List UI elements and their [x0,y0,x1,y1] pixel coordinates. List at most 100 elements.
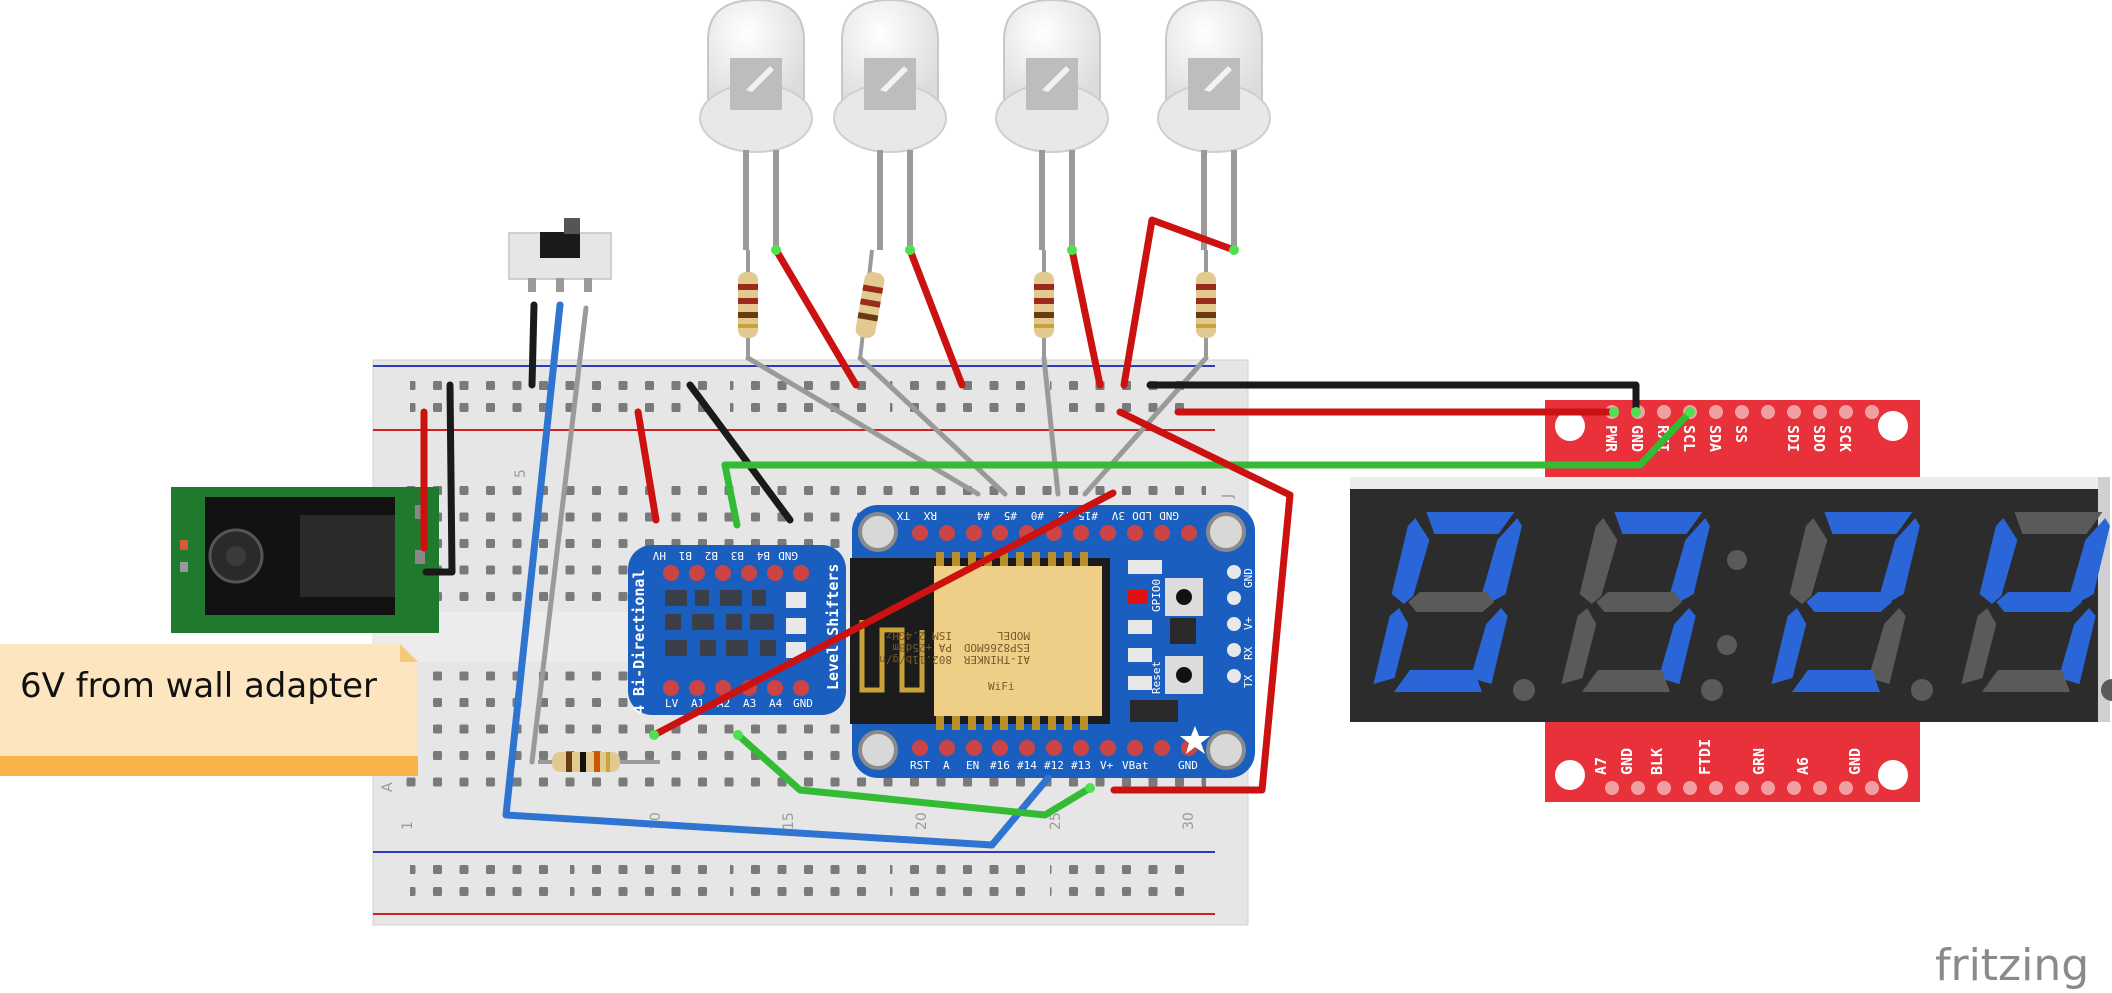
wire-red-led1[interactable] [772,246,860,389]
resistor-horizontal[interactable] [538,752,660,772]
ls-top-pin-gnd: GND [778,549,798,562]
ls-top-pin-b3: B3 [731,549,744,562]
wire-green-bottom[interactable] [734,731,1094,819]
wire-black-switch[interactable] [528,301,538,389]
digit-4-segment-d [1982,670,2070,692]
digit-2-segment-a [1614,512,1703,534]
esp-bottom-pin-vbat: VBat [1122,759,1149,772]
row-number-5: 5 [513,469,529,478]
backpack-bottom-pin-a7: A7 [1592,757,1610,775]
colon-dot-top [1727,550,1747,570]
digit-2-segment-f [1579,518,1618,604]
wire-red-led4[interactable] [1120,216,1238,389]
wire-black-display[interactable] [1146,381,1640,416]
digit-4-segment-a [2014,512,2103,534]
digit-1-segment-f [1391,518,1430,604]
led-3[interactable] [995,0,1109,250]
digit-1-segment-d [1394,670,1482,692]
digit-4-decimal-point [2101,679,2112,701]
digit-4-segment-f [1979,518,2018,604]
esp-top-pin-4: #4 [976,509,990,522]
esp-bottom-pin-en: EN [966,759,979,772]
display-backpack-bottom[interactable]: A7 GND BLK FTDI GRN A6 GND [1545,722,1920,802]
wire-red-vbat[interactable] [1110,408,1294,794]
wire-grey-switch[interactable] [529,305,589,765]
esp-side-pin-tx: TX [1242,674,1255,688]
level-shifter-subtitle: Level Shifters [824,564,842,690]
wire-green-ls[interactable] [721,461,741,529]
wire-green-top[interactable] [721,408,1694,469]
esp-top-pin-rx: RX [923,509,937,522]
led-4[interactable] [1157,0,1271,250]
wire-grey-2[interactable] [857,355,1008,497]
esp-bottom-pin-vplus: V+ [1100,759,1114,772]
digit-1-segment-c [1470,608,1508,684]
digit-3-segment-a [1824,512,1913,534]
row-letter-j: J [1220,494,1236,499]
backpack-pin-scl: SCL [1680,425,1698,452]
ls-bottom-pin-gnd: GND [793,697,813,710]
esp8266-board[interactable]: MODEL ESP8266MOD AI-THINKER ISM 2.4GHz P… [850,505,1255,778]
esp-module-line-1: MODEL [997,629,1030,642]
resistor-3[interactable] [1034,250,1054,360]
display-digits [1373,512,2112,701]
esp-wifi-label: WiFi [988,680,1015,693]
led-2[interactable] [833,0,947,250]
esp-module-line-5: PA +25dBm [892,641,952,654]
esp-top-pin-3v: 3V [1111,509,1125,522]
power-jack-board[interactable] [171,487,439,633]
wires [420,216,1695,849]
seven-segment-display [1350,477,2112,722]
ls-top-pin-b4: B4 [756,549,770,562]
esp-side-pin-gnd: GND [1242,568,1255,588]
resistor-4[interactable] [1196,250,1216,360]
backpack-pin-ss: SS [1732,425,1750,443]
row-letter-a: A [380,782,396,792]
backpack-bottom-pin-a6: A6 [1794,757,1812,775]
wire-black-ls[interactable] [686,381,794,524]
resistor-2[interactable] [854,249,885,361]
wire-red-diagonal[interactable] [650,489,1117,739]
note-text: 6V from wall adapter [20,666,377,706]
row-number-1: 1 [400,821,416,830]
esp-bottom-pin-rst: RST [910,759,930,772]
note-callout[interactable]: 6V from wall adapter [0,644,418,776]
fritzing-logo: fritzing [1935,940,2089,991]
esp-module-line-2: ESP8266MOD [964,641,1030,654]
digit-1-decimal-point [1513,679,1535,701]
esp-bottom-pin-gnd: GND [1178,759,1198,772]
digit-4-segment-c [2058,608,2096,684]
resistor-1[interactable] [738,250,758,360]
digit-4-segment-b [2069,518,2110,604]
digit-2-segment-g [1596,592,1683,612]
digit-4-segment-e [1961,608,1997,684]
esp-reset-label: Reset [1150,661,1163,694]
led-1[interactable] [699,0,813,250]
ls-top-pin-b2: B2 [705,549,718,562]
row-number-20: 20 [914,812,930,830]
backpack-bottom-pin-grn: GRN [1750,748,1768,775]
ls-bottom-pin-lv: LV [665,697,679,710]
backpack-bottom-pin-ftdi: FTDI [1696,739,1714,775]
esp-gpio-label: GPIO0 [1150,579,1163,612]
esp-module-line-6: 802.11b/g/n [879,653,952,666]
backpack-pin-pwr: PWR [1602,425,1620,453]
level-shifter-board[interactable]: 4 Bi-Directional Level Shifters HV B1 B2… [628,545,846,715]
row-number-25: 25 [1048,812,1064,830]
wire-red-ls[interactable] [634,408,660,524]
wire-black-jack[interactable] [422,381,456,576]
slide-switch[interactable] [508,218,612,292]
esp-bottom-pin-13: #13 [1071,759,1091,772]
ls-top-pin-b1: B1 [679,549,692,562]
digit-3-segment-b [1879,518,1920,604]
wire-grey-1[interactable] [745,355,981,497]
wire-grey-3[interactable] [1041,355,1061,497]
esp-module-line-4: ISM 2.4GHz [886,629,952,642]
backpack-pin-sda: SDA [1706,425,1724,452]
digit-1-segment-b [1481,518,1522,604]
esp-side-pin-vplus: V+ [1242,616,1255,630]
wire-red-led2[interactable] [906,246,966,389]
wire-red-led3[interactable] [1068,246,1104,389]
digit-3-segment-g [1806,592,1893,612]
